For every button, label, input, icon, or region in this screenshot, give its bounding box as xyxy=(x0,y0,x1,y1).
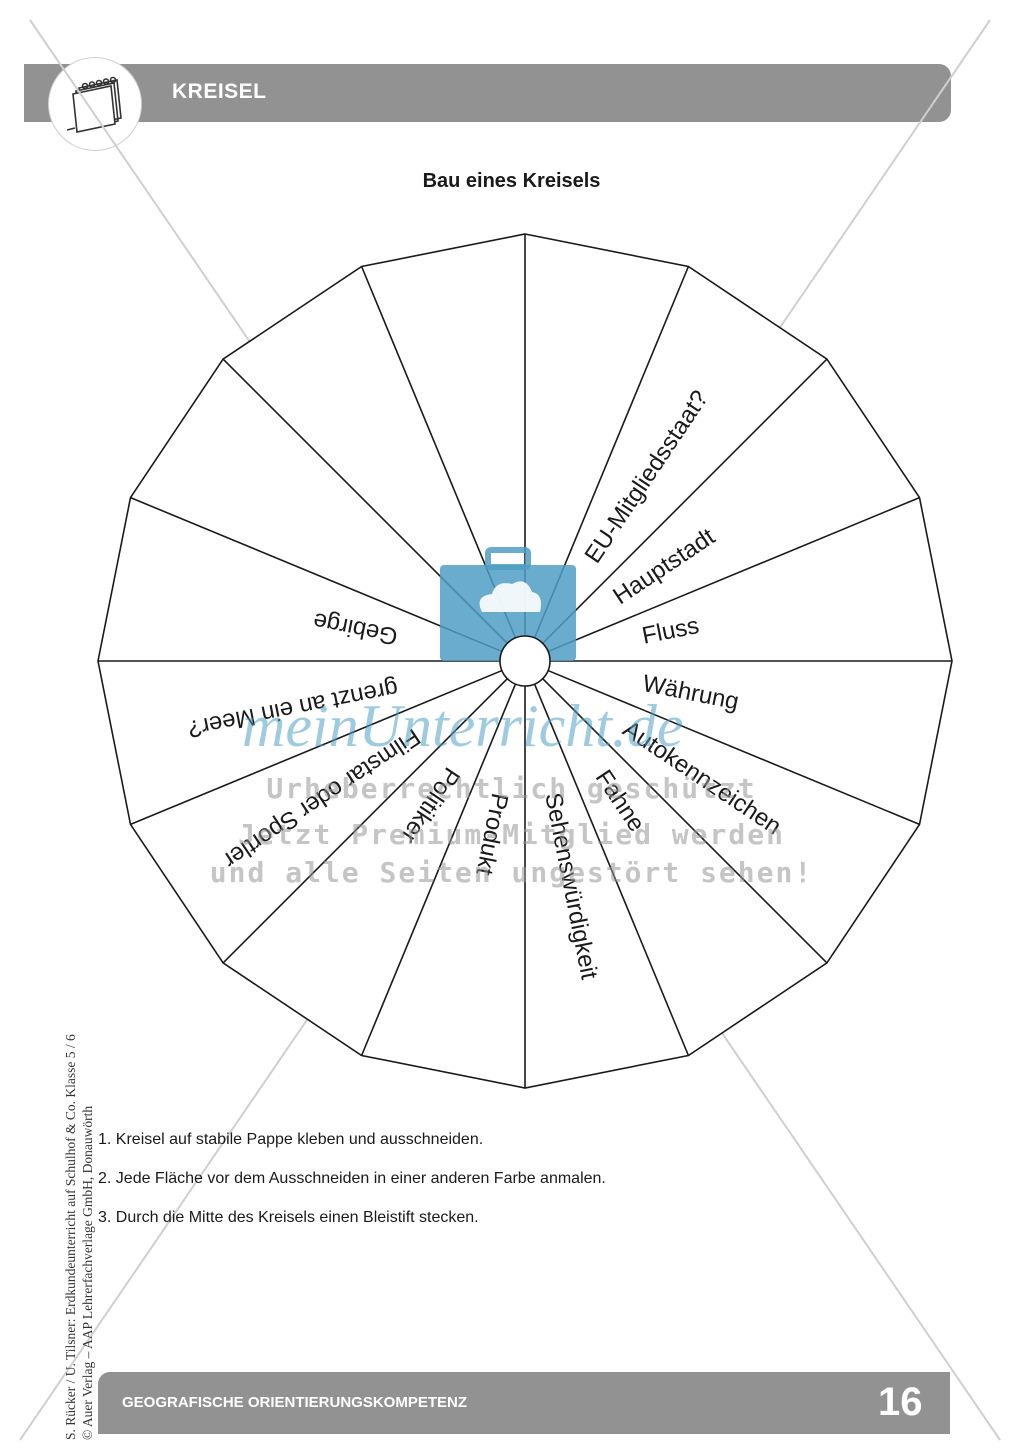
watermark-brand: meinUnterricht.de xyxy=(242,693,684,759)
wedge-spoke xyxy=(547,496,920,653)
wedge-spoke xyxy=(547,669,920,826)
watermark-line-2: Jetzt Premium-Mitglied werden xyxy=(238,818,785,851)
side-credit: S. Rücker / U. Tilsner: Erdkundeunterric… xyxy=(62,1034,96,1440)
watermark-line-3: und alle Seiten ungestört sehen! xyxy=(209,856,814,889)
wedge-spoke xyxy=(222,678,508,964)
instructions-list: 1. Kreisel auf stabile Pappe kleben und … xyxy=(98,1130,606,1247)
instruction-item: 2. Jede Fläche vor dem Ausschneiden in e… xyxy=(98,1170,606,1187)
wedge-spoke xyxy=(533,683,690,1056)
briefcase-cloud-icon xyxy=(440,547,576,661)
footer-section-title: GEOGRAFISCHE ORIENTIERUNGSKOMPETENZ xyxy=(122,1394,468,1411)
credit-line: S. Rücker / U. Tilsner: Erdkundeunterric… xyxy=(63,1034,78,1440)
watermark-line-1: Urheberrechtlich geschützt xyxy=(266,772,757,805)
instruction-item: 3. Durch die Mitte des Kreisels einen Bl… xyxy=(98,1209,479,1226)
document-title: Bau eines Kreisels xyxy=(422,170,601,192)
center-hole xyxy=(499,635,551,687)
header-bar xyxy=(24,64,951,122)
credit-line: © Auer Verlag – AAP Lehrerfachverlage Gm… xyxy=(80,1105,95,1440)
wedge-spoke xyxy=(542,358,828,644)
instruction-item: 1. Kreisel auf stabile Pappe kleben und … xyxy=(98,1131,484,1148)
footer-bar xyxy=(98,1372,950,1434)
wedge-spoke xyxy=(360,683,517,1056)
wedge-spoke xyxy=(130,669,503,826)
header-title: KREISEL xyxy=(172,80,267,103)
page-number: 16 xyxy=(878,1380,923,1424)
wedge-spoke xyxy=(542,678,828,964)
